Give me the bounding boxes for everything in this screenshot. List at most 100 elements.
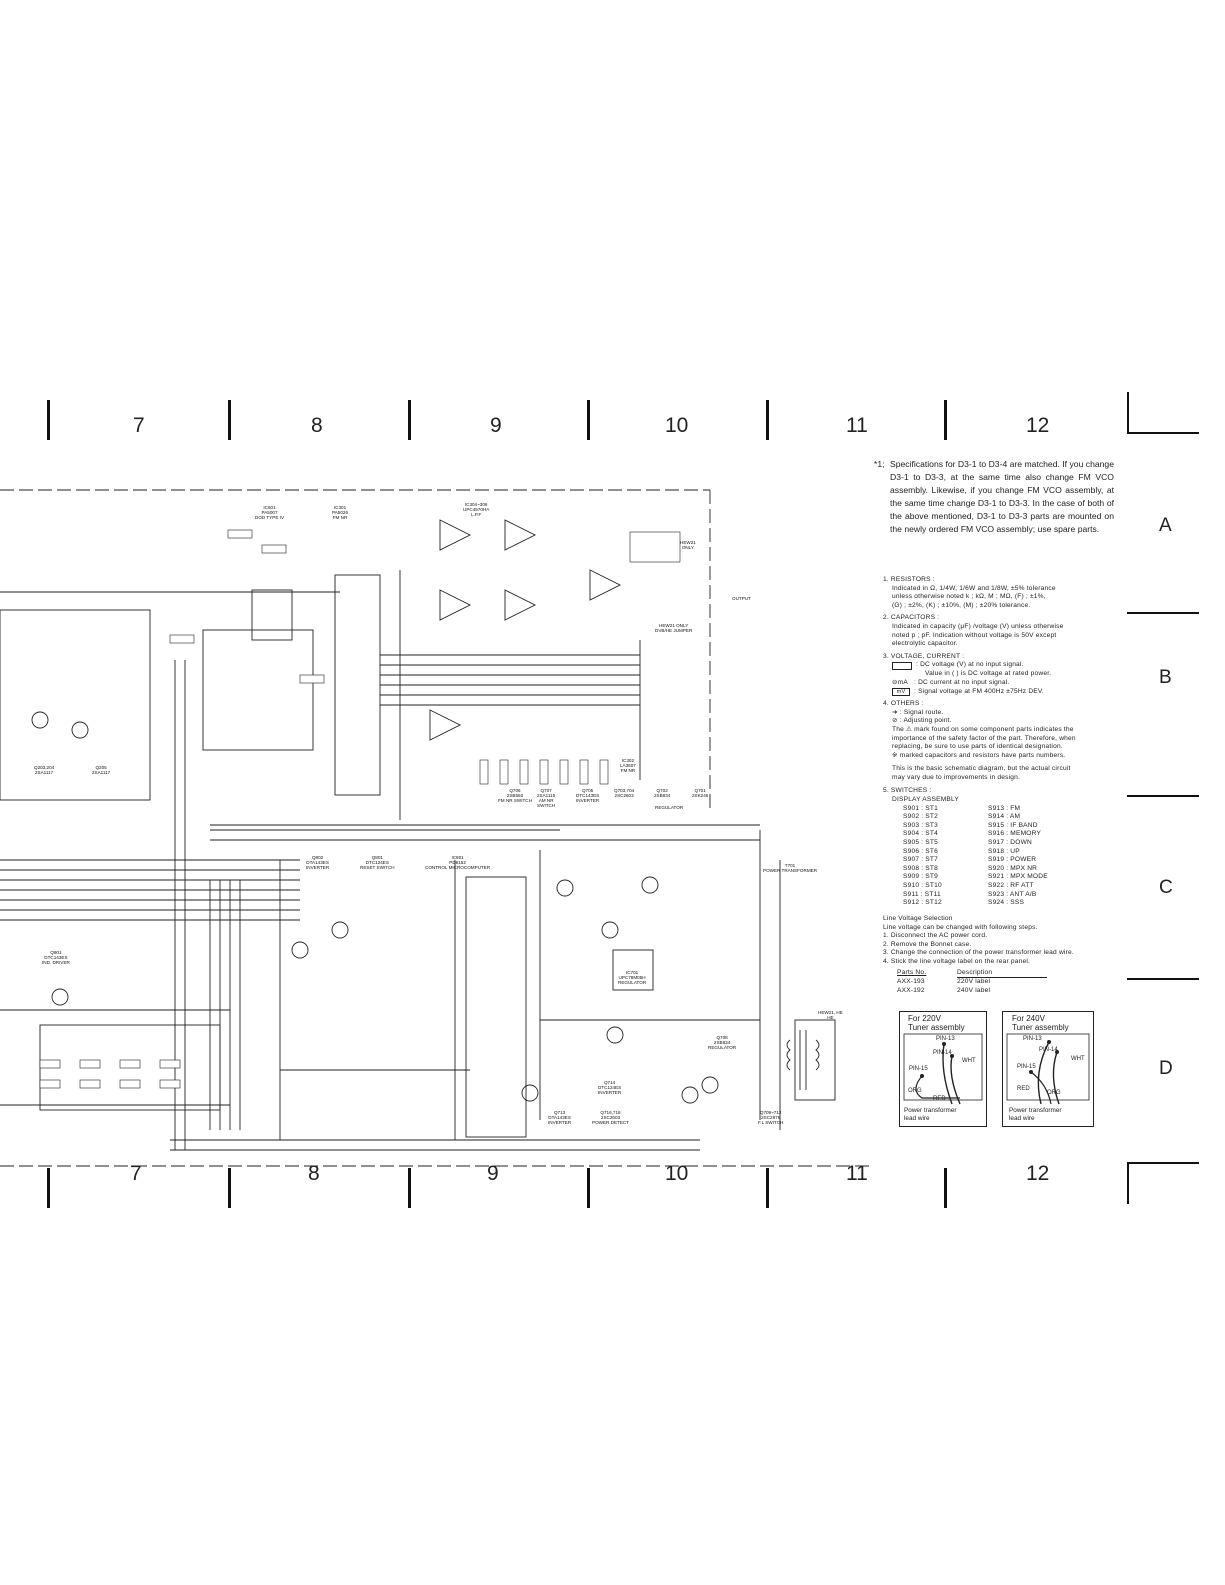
column-number-8: 8: [308, 1162, 320, 1185]
box-caption: Power transformer: [904, 1107, 957, 1114]
line-voltage-step: 1. Disconnect the AC power cord.: [883, 932, 988, 940]
switch-entry: S917 : DOWN: [988, 839, 1032, 847]
grid-divider: [408, 1168, 411, 1208]
switch-row: S908 : ST8 S920 : MPX NR: [903, 865, 1115, 874]
ic301-label: IC301 PA5026 FM NR: [332, 505, 349, 520]
grid-divider: [228, 1168, 231, 1208]
q703-label: Q703,704 2SC2603: [614, 788, 635, 798]
capacitors-line: noted p ; pF. Indication without voltage…: [892, 631, 1057, 639]
signal-voltage-symbol: mV: [892, 687, 910, 697]
row-divider: [1127, 978, 1199, 980]
column-number-12: 12: [1026, 414, 1050, 437]
switch-entry: S914 : AM: [988, 813, 1021, 821]
row-letter-c: C: [1159, 877, 1173, 898]
wire-red: [1037, 1041, 1050, 1105]
column-number-11: 11: [846, 414, 868, 437]
pin-15-label: PIN-15: [909, 1066, 928, 1072]
org-label: ORG: [1047, 1090, 1061, 1096]
column-number-7: 7: [130, 1162, 142, 1185]
pin-13-label: PIN-13: [1023, 1036, 1042, 1042]
part-description: 220V label: [957, 978, 991, 986]
switch-entry: S919 : POWER: [988, 856, 1037, 864]
voltage-line: : DC current at no input signal.: [914, 678, 1010, 686]
q901-label: Q901 DTC143ES IND. DRIVER: [42, 950, 70, 965]
switch-entry: S908 : ST8: [903, 864, 938, 872]
hew21-he-label: HEW21, HE HE: [818, 1010, 843, 1020]
switch-entry: S923 : ANT A/B: [988, 890, 1037, 898]
column-number-10: 10: [665, 414, 689, 437]
line-voltage-title: Line Voltage Selection: [883, 915, 953, 922]
assembly-outline: [1006, 1033, 1090, 1101]
voltage-line: : Signal voltage at FM 400Hz ±75Hz DEV.: [914, 687, 1044, 695]
spec-note-text: Specifications for D3-1 to D3-4 are matc…: [890, 459, 1114, 534]
box-subtitle: Tuner assembly: [1012, 1023, 1069, 1032]
switch-row: S909 : ST9 S921 : MPX MODE: [903, 873, 1115, 882]
parts-no-header: Parts No.: [897, 968, 927, 976]
switch-entry: S905 : ST5: [903, 839, 938, 847]
box-title: For 220V: [908, 1014, 941, 1023]
basic-note-line: This is the basic schematic diagram, but…: [892, 765, 1071, 773]
switch-row: S912 : ST12 S924 : SSS: [903, 899, 1115, 908]
grid-divider: [408, 400, 411, 440]
switch-entry: S921 : MPX MODE: [988, 873, 1048, 881]
box-title: For 240V: [1012, 1014, 1045, 1023]
power-transformer-label: T701 POWER TRANSFORMER: [763, 863, 818, 873]
pin-14-label: PIN-14: [933, 1050, 952, 1056]
switch-entry: S907 : ST7: [903, 856, 938, 864]
corner-mark: [1127, 392, 1129, 434]
dc-current-symbol: ⊖mA: [892, 678, 909, 686]
hew21-label: HEW21 ONLY: [680, 540, 696, 550]
switch-entry: S918 : UP: [988, 847, 1020, 855]
resistors-title: 1. RESISTORS :: [883, 576, 935, 583]
lead-wire-box-240v: For 240V Tuner assembly PIN-13 PIN-14 WH…: [1002, 1011, 1094, 1127]
q203-label: Q203,204 2SA1117: [34, 765, 55, 775]
box-caption: Power transformer: [1009, 1107, 1062, 1114]
switches-subtitle: DISPLAY ASSEMBLY: [892, 796, 959, 804]
switch-entry: S910 : ST10: [903, 882, 942, 889]
column-number-9: 9: [487, 1162, 499, 1185]
row-divider: [1127, 612, 1199, 614]
switch-entry: S912 : ST12: [903, 899, 942, 907]
q706-label: Q706 2SB560 FM NR SWITCH: [498, 788, 532, 803]
part-description: 240V label: [957, 986, 991, 994]
basic-note-line: may vary due to improvements in design.: [892, 773, 1021, 781]
wire-wht: [950, 1055, 961, 1105]
q716-label: Q716,718 2SC2603 POWER DETECT: [592, 1110, 630, 1125]
spec-note-marker: *1;: [874, 459, 885, 469]
switch-row: S905 : ST5 S917 : DOWN: [903, 839, 1115, 848]
capacitors-title: 2. CAPACITORS :: [883, 614, 940, 622]
switches-title: 5. SWITCHES :: [883, 787, 932, 795]
pin-14-label: PIN-14: [1039, 1047, 1058, 1053]
corner-mark: [1127, 1162, 1199, 1164]
corner-mark: [1127, 432, 1199, 434]
wire-wht: [1052, 1051, 1060, 1105]
general-notes: 1. RESISTORS : Indicated in Ω, 1/4W, 1/6…: [883, 576, 1115, 908]
grid-divider: [766, 400, 769, 440]
capacitors-line: Indicated in capacity (μF) /voltage (V) …: [892, 622, 1064, 630]
column-number-12: 12: [1026, 1162, 1050, 1185]
switch-entry: S909 : ST9: [903, 873, 938, 881]
q707-label: Q707 2SA1115 AM NR SWITCH: [537, 788, 556, 808]
grid-divider: [944, 1168, 947, 1208]
q205-label: Q205 2SA1117: [92, 765, 111, 775]
lead-wire-box-220v: For 220V Tuner assembly PIN-13 PIN-14 WH…: [899, 1011, 987, 1127]
pin-13-label: PIN-13: [936, 1036, 955, 1042]
ic302-label: IC302 LA3607 FM NR: [620, 758, 636, 773]
capacitors-line: electrolytic capacitor.: [892, 640, 958, 648]
assembly-outline: [903, 1033, 983, 1101]
org-label: ORG: [908, 1088, 922, 1094]
voltage-title: 3. VOLTAGE, CURRENT :: [883, 652, 965, 660]
line-voltage-step: 2. Remove the Bonnet case.: [883, 940, 972, 948]
resistors-line: unless otherwise noted k ; kΩ, M ; MΩ, (…: [892, 593, 1046, 601]
switch-entry: S924 : SSS: [988, 899, 1025, 907]
switch-entry: S920 : MPX NR: [988, 864, 1038, 872]
ic701-label: IC701 UPC78M05H REGULATOR: [618, 970, 647, 985]
q714-label: Q714 DTC124ES INVERTER: [598, 1080, 622, 1095]
others-title: 4. OTHERS :: [883, 700, 924, 708]
q701-label: Q701 2SK246: [692, 788, 709, 798]
hew21-jumper-label: HEW21 ONLY DVB/HE JUMPER: [655, 623, 693, 633]
others-line: replacing, be sure to use parts of ident…: [892, 743, 1063, 751]
